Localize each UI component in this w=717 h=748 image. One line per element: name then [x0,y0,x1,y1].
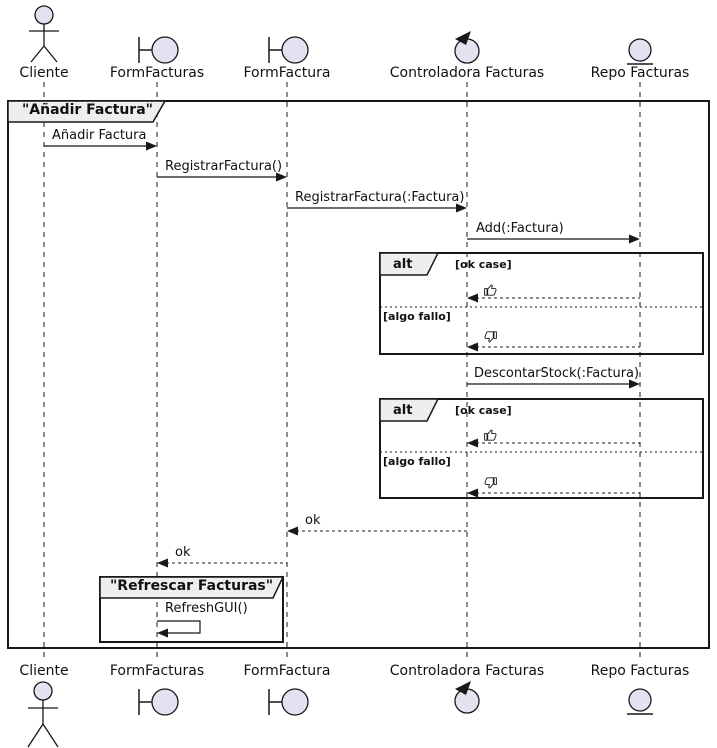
thumbs-down-icon [484,477,497,489]
message-label-refresh-gui: RefreshGUI() [165,601,248,616]
boundary-icon-formfacturas-top [138,36,179,64]
entity-icon-repo-bottom [627,688,653,715]
alt-operator-label-2: alt [393,403,413,418]
message-label-registrar-factura: RegistrarFactura() [165,159,283,174]
group-title: "Refrescar Facturas" [110,578,274,594]
participant-label-formfacturas-bottom: FormFacturas [109,663,205,679]
participant-label-formfacturas-top: FormFacturas [109,65,205,81]
alt-frame-1 [379,252,704,355]
return-arrow-ok-2 [157,558,287,568]
control-icon-controladora-bottom [454,681,480,714]
return-arrow-thumbs-up-2 [467,438,640,448]
thumbs-down-icon [484,331,497,343]
participant-label-formfactura-bottom: FormFactura [243,663,331,679]
participant-label-cliente-bottom: Cliente [19,663,69,679]
sync-arrow-anadir-factura [44,141,157,151]
boundary-icon-formfacturas-bottom [138,688,179,716]
participant-label-controladora-top: Controladora Facturas [389,65,545,81]
message-label-anadir-factura: Añadir Factura [52,128,147,143]
message-label-ok-1: ok [305,513,321,528]
return-arrow-thumbs-down-2 [467,488,640,498]
alt-frame-2 [379,398,704,499]
frame-title-tab [7,100,167,123]
return-arrow-ok-1 [287,526,467,536]
message-label-registrar-factura-param: RegistrarFactura(:Factura) [295,190,465,205]
alt-guard-ok-2: [ok case] [455,404,512,417]
entity-icon-repo-top [627,38,653,65]
alt-operator-label-1: alt [393,257,413,272]
boundary-icon-formfactura-top [268,36,309,64]
participant-label-controladora-bottom: Controladora Facturas [389,663,545,679]
message-label-add-factura: Add(:Factura) [476,221,564,236]
sync-arrow-descontar-stock [467,379,640,389]
alt-guard-fail-1: [algo fallo] [383,310,451,323]
sync-arrow-add-factura [467,234,640,244]
thumbs-up-icon [484,284,497,296]
frame-title: "Añadir Factura" [22,102,153,118]
alt-guard-fail-2: [algo fallo] [383,455,451,468]
boundary-icon-formfactura-bottom [268,688,309,716]
participant-label-cliente-top: Cliente [19,65,69,81]
alt-guard-ok-1: [ok case] [455,258,512,271]
participant-label-repo-bottom: Repo Facturas [590,663,690,679]
actor-icon-cliente-top [29,5,59,63]
return-arrow-thumbs-up-1 [467,293,640,303]
sync-arrow-registrar-factura-param [287,203,467,213]
participant-label-repo-top: Repo Facturas [590,65,690,81]
thumbs-up-icon [484,429,497,441]
alt-tab-1 [379,252,440,276]
actor-icon-cliente-bottom [27,681,59,748]
self-arrow-refresh-gui [157,620,201,638]
message-label-descontar-stock: DescontarStock(:Factura) [474,366,640,381]
participant-label-formfactura-top: FormFactura [243,65,331,81]
sync-arrow-registrar-factura [157,172,287,182]
outer-frame [7,100,710,649]
control-icon-controladora-top [454,31,480,64]
message-label-ok-2: ok [175,545,191,560]
alt-tab-2 [379,398,440,422]
group-header-tab [99,576,285,599]
return-arrow-thumbs-down-1 [467,342,640,352]
